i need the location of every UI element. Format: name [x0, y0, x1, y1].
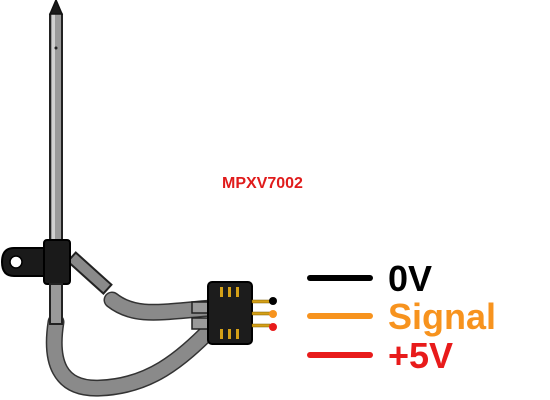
legend-label-gnd: 0V: [388, 258, 432, 299]
pin-dot-signal: [269, 310, 277, 318]
silicone-tubes: [45, 291, 221, 397]
pin-dot-gnd: [269, 297, 277, 305]
probe-hub: [43, 239, 71, 285]
pin-dot-vcc: [269, 323, 277, 331]
mounting-bracket: [0, 247, 47, 277]
legend-label-signal: Signal: [388, 296, 496, 337]
legend-label-vcc: +5V: [388, 335, 453, 376]
sensor-output-pins: [251, 299, 271, 328]
probe-tip: [48, 0, 64, 15]
pitot-probe: [0, 0, 113, 325]
mounting-hole: [9, 255, 23, 269]
part-label: MPXV7002: [222, 175, 303, 192]
wire-legend: 0V Signal +5V: [307, 258, 496, 376]
probe-side-port: [66, 251, 113, 295]
probe-lower-stub: [49, 283, 63, 325]
tube-static: [47, 315, 219, 396]
pressure-sensor: [191, 281, 277, 345]
